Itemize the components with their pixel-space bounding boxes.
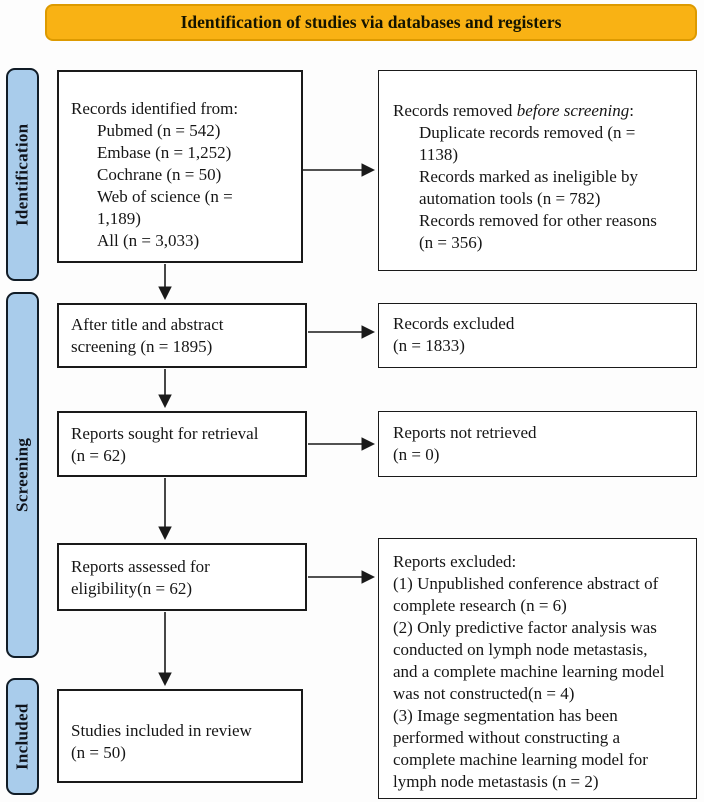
box-reports-not-retrieved: Reports not retrieved (n = 0) xyxy=(378,411,697,477)
text-line: lymph node metastasis (n = 2) xyxy=(393,772,599,791)
text-line: Reports excluded: xyxy=(393,552,517,571)
text-line: Cochrane (n = 50) xyxy=(97,165,222,184)
text-line: (n = 1833) xyxy=(393,336,465,355)
text-line: (n = 356) xyxy=(419,233,483,252)
text-line: Reports not retrieved xyxy=(393,423,537,442)
text-line: Reports sought for retrieval xyxy=(71,424,259,443)
box-reports-assessed: Reports assessed for eligibility(n = 62) xyxy=(57,543,307,611)
text-line: Records identified from: xyxy=(71,99,239,118)
header-banner: Identification of studies via databases … xyxy=(45,4,697,41)
box-reports-sought: Reports sought for retrieval (n = 62) xyxy=(57,411,307,477)
text-line: Embase (n = 1,252) xyxy=(97,143,232,162)
text-line: (n = 50) xyxy=(71,743,126,762)
text-line: was not constructed(n = 4) xyxy=(393,684,575,703)
text-line: Reports assessed for xyxy=(71,557,210,576)
text-line: Web of science (n = xyxy=(97,187,233,206)
text-line: and a complete machine learning model xyxy=(393,662,665,681)
text-line: automation tools (n = 782) xyxy=(419,189,601,208)
stage-label-included: Included xyxy=(6,678,39,795)
stage-label-screening: Screening xyxy=(6,292,39,658)
text-line: (3) Image segmentation has been xyxy=(393,706,618,725)
text-line: After title and abstract xyxy=(71,315,224,334)
header-title: Identification of studies via databases … xyxy=(180,12,562,32)
text-line: (n = 0) xyxy=(393,445,440,464)
text-line: (2) Only predictive factor analysis was xyxy=(393,618,657,637)
text-line: (1) Unpublished conference abstract of xyxy=(393,574,659,593)
box-records-excluded: Records excluded (n = 1833) xyxy=(378,303,697,368)
text-line: 1138) xyxy=(419,145,459,164)
text-line: Records marked as ineligible by xyxy=(419,167,639,186)
box-records-identified: Records identified from: Pubmed (n = 542)… xyxy=(57,70,303,263)
box-reports-excluded-reasons: Reports excluded: (1) Unpublished confere… xyxy=(378,538,697,799)
text-line: conducted on lymph node metastasis, xyxy=(393,640,648,659)
box-title-abstract-screening: After title and abstract screening (n = 1… xyxy=(57,303,307,368)
text-line: Studies included in review xyxy=(71,721,252,740)
text-line: Records excluded xyxy=(393,314,515,333)
box-records-removed-before-screening: Records removed before screening: Duplica… xyxy=(378,70,697,271)
text-line: complete machine learning model for xyxy=(393,750,648,769)
text-line: (n = 62) xyxy=(71,446,126,465)
text-line: complete research (n = 6) xyxy=(393,596,567,615)
text-line: Duplicate records removed (n = xyxy=(419,123,636,142)
text-line: Pubmed (n = 542) xyxy=(97,121,221,140)
text-line: 1,189) xyxy=(97,209,141,228)
text-line: performed without constructing a xyxy=(393,728,621,747)
text-line: screening (n = 1895) xyxy=(71,337,213,356)
text-line: Records removed before screening: xyxy=(393,101,634,120)
stage-label-identification: Identification xyxy=(6,68,39,281)
box-studies-included: Studies included in review (n = 50) xyxy=(57,689,303,783)
text-line: All (n = 3,033) xyxy=(97,231,200,250)
text-line: eligibility(n = 62) xyxy=(71,579,193,598)
text-line: Records removed for other reasons xyxy=(419,211,657,230)
